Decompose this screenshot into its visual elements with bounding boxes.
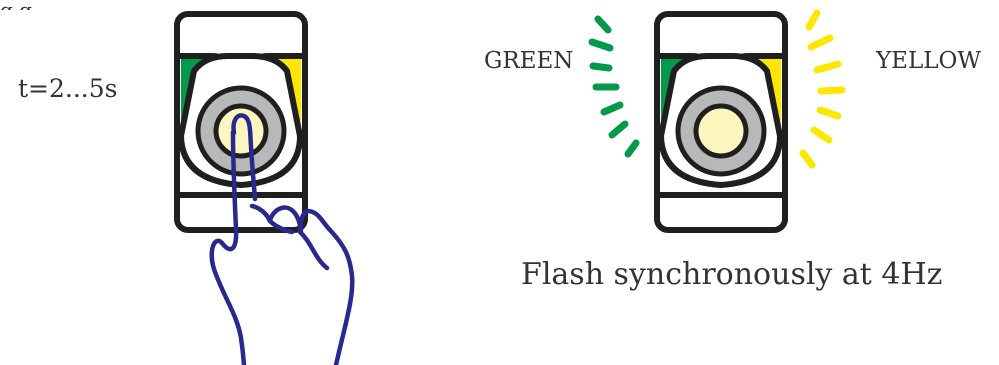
green-label: GREEN bbox=[484, 48, 574, 74]
green-ray-2 bbox=[588, 38, 614, 52]
flash-caption: Flash synchronously at 4Hz bbox=[521, 257, 943, 292]
pressing-hand bbox=[209, 113, 355, 365]
green-flash-rays bbox=[588, 15, 640, 158]
yellow-ray-2 bbox=[807, 34, 834, 51]
left-device-pressed bbox=[174, 11, 308, 233]
green-ray-3 bbox=[589, 62, 613, 72]
left-button-center bbox=[213, 103, 269, 159]
hand-knuckle-lines bbox=[267, 218, 330, 271]
yellow-label: YELLOW bbox=[876, 48, 982, 74]
yellow-ray-6 bbox=[810, 126, 833, 144]
yellow-ray-5 bbox=[816, 106, 842, 120]
green-ray-5 bbox=[600, 101, 624, 116]
right-button-center bbox=[693, 103, 749, 159]
clipped-text-fragment: g g bbox=[0, 0, 32, 10]
hand-index-finger bbox=[231, 113, 258, 202]
yellow-ray-1 bbox=[805, 9, 821, 31]
yellow-ray-7 bbox=[799, 149, 816, 169]
right-device-flashing bbox=[654, 11, 788, 233]
green-ray-7 bbox=[624, 139, 640, 158]
time-label: t=2...5s bbox=[18, 74, 118, 103]
yellow-flash-rays bbox=[799, 9, 846, 169]
yellow-ray-4 bbox=[817, 86, 846, 95]
green-ray-6 bbox=[608, 120, 629, 139]
yellow-ray-3 bbox=[813, 60, 842, 74]
top-edge-clipped-text: g g bbox=[0, 0, 32, 10]
green-ray-1 bbox=[594, 15, 612, 34]
